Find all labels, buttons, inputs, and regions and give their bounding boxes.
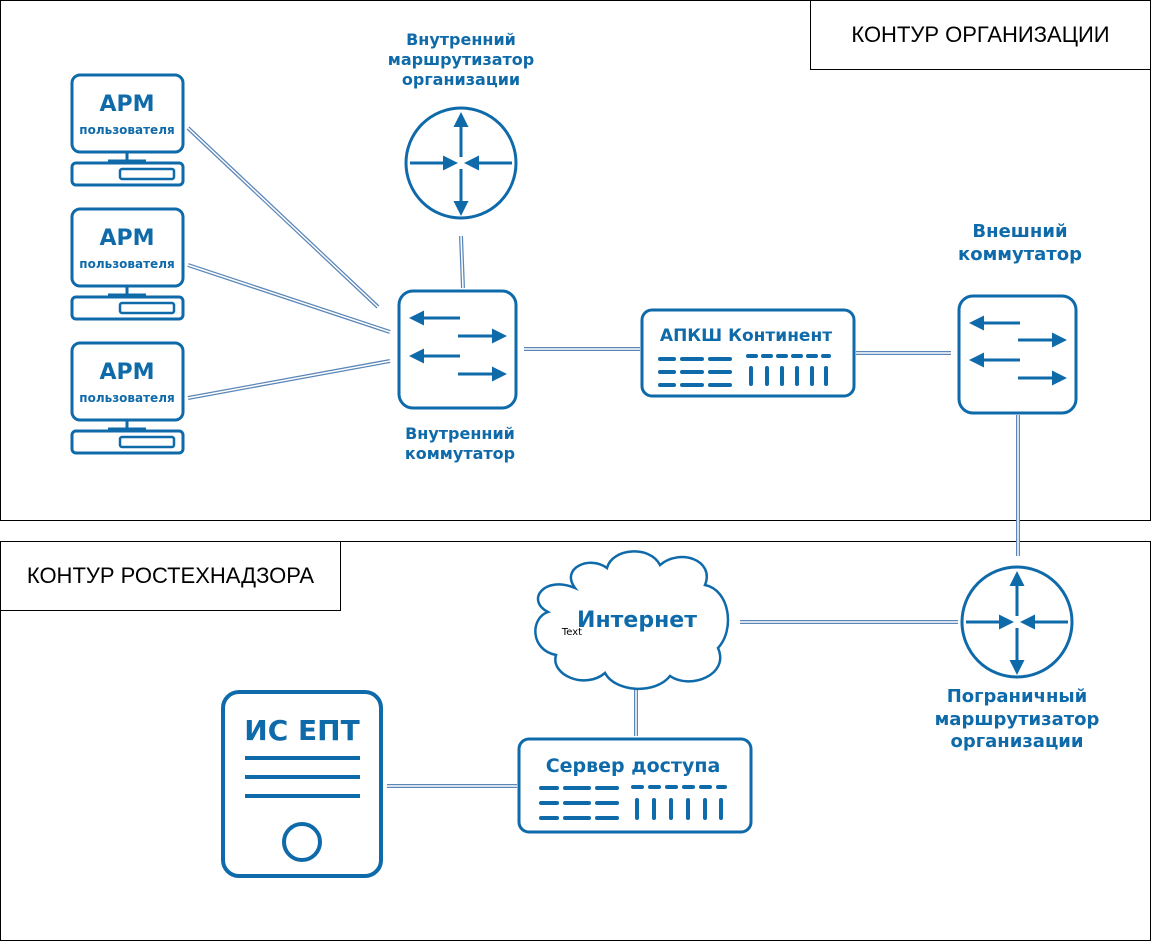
link-router-switch xyxy=(459,235,465,289)
router-icon xyxy=(960,565,1074,679)
external-switch-label: Внешний коммутатор xyxy=(957,221,1082,265)
internal-switch xyxy=(397,289,518,410)
workstation-subtitle: пользователя xyxy=(79,257,174,271)
apksh-continent: АПКШ Континент xyxy=(640,308,856,398)
is-ept: ИС ЕПТ xyxy=(221,690,383,878)
access-server-label: Сервер доступа xyxy=(546,755,721,777)
link-ws3-switch xyxy=(187,359,391,400)
workstation-2: АРМ пользователя xyxy=(70,207,185,321)
cloud-icon xyxy=(534,550,730,690)
internal-router xyxy=(404,106,518,220)
internet-label: Интернет xyxy=(577,608,697,633)
workstation-title: АРМ xyxy=(99,226,154,251)
is-ept-label: ИС ЕПТ xyxy=(244,714,359,747)
link-ws2-switch xyxy=(187,263,391,334)
server-icon xyxy=(221,690,383,878)
access-server: Сервер доступа xyxy=(517,737,753,834)
workstation-icon xyxy=(70,341,185,455)
border-router xyxy=(960,565,1074,679)
switch-icon xyxy=(957,294,1078,415)
apksh-label: АПКШ Континент xyxy=(660,326,832,346)
organization-zone xyxy=(0,0,1151,521)
internet-note: Text xyxy=(561,627,582,638)
external-switch xyxy=(957,294,1078,415)
workstation-subtitle: пользователя xyxy=(79,391,174,405)
network-appliance-icon xyxy=(517,737,753,834)
internal-switch-label: Внутренний коммутатор xyxy=(404,424,516,463)
switch-icon xyxy=(397,289,518,410)
workstation-1: АРМ пользователя xyxy=(70,73,185,187)
link-ws1-switch xyxy=(186,126,380,309)
border-router-label: Пограничный маршрутизатор организации xyxy=(934,686,1100,752)
workstation-icon xyxy=(70,73,185,187)
internal-router-label: Внутренний маршрутизатор организации xyxy=(387,30,535,89)
workstation-icon xyxy=(70,207,185,321)
network-appliance-icon xyxy=(640,308,856,398)
workstation-title: АРМ xyxy=(99,360,154,385)
workstation-3: АРМ пользователя xyxy=(70,341,185,455)
workstation-subtitle: пользователя xyxy=(79,123,174,137)
internet: Интернет Text xyxy=(534,550,730,690)
router-icon xyxy=(404,106,518,220)
workstation-title: АРМ xyxy=(99,92,154,117)
links xyxy=(186,126,1020,788)
organization-zone-title: КОНТУР ОРГАНИЗАЦИИ xyxy=(810,0,1151,70)
rostekhnadzor-zone-title: КОНТУР РОСТЕХНАДЗОРА xyxy=(0,541,341,611)
